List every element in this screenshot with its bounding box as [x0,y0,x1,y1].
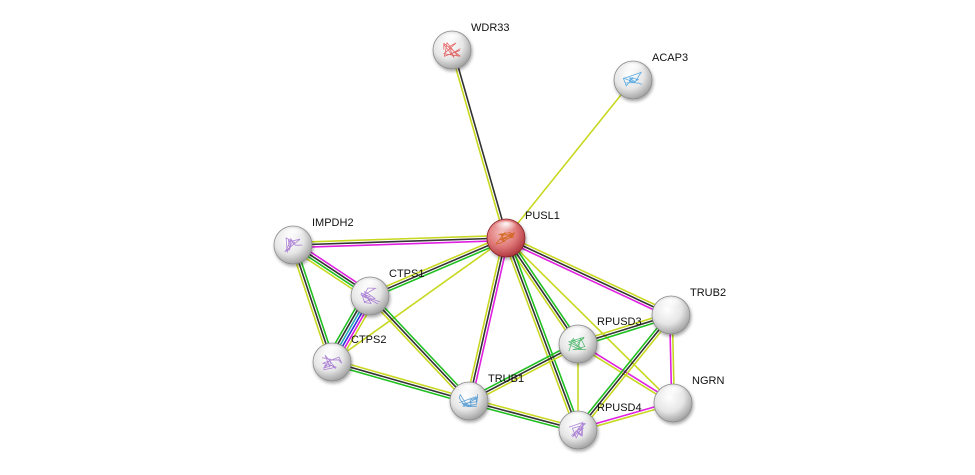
edge-line-coexpression [292,237,507,246]
edge-line-textmining [505,79,634,239]
protein-structure-icon [360,287,380,305]
protein-structure-icon [284,237,303,254]
node-highlight [621,63,645,77]
edge-line-neighborhood [294,243,336,362]
edge-line-experiments [293,239,507,249]
node-impdh2[interactable]: IMPDH2 [273,217,354,265]
edge-pusl1-trub1[interactable] [465,237,510,402]
edge-line-textmining [469,345,580,405]
node-trub1[interactable]: TRUB1 [449,373,524,421]
edge-line-neighborhood [331,363,469,405]
node-ngrn[interactable]: NGRN [653,375,724,423]
edge-pusl1-ngrn[interactable] [505,237,674,404]
edge-line-textmining [502,238,577,432]
edges-layer [289,49,676,434]
node-label: TRUB2 [690,287,726,299]
node-label: CTPS1 [389,268,424,280]
edge-line-coexpression [369,237,507,297]
edge-pusl1-ctps1[interactable] [368,234,508,300]
edge-line-textmining [292,234,506,244]
node-label: NGRN [692,375,724,387]
edge-impdh2-ctps2[interactable] [289,243,336,364]
edge-line-coexpression [468,343,579,402]
edge-line-coexpression [505,237,579,431]
edge-rpusd4-trub2[interactable] [575,312,674,433]
node-label: TRUB1 [488,373,524,385]
node-highlight [320,345,344,359]
protein-structure-icon [458,393,479,408]
node-label: CTPS2 [351,334,386,346]
edge-line-neighborhood [575,312,670,429]
edge-ctps1-trub1[interactable] [367,293,472,404]
node-highlight [566,327,590,341]
node-wdr33[interactable]: WDR33 [432,22,510,70]
node-pusl1[interactable]: PUSL1 [486,210,560,258]
node-acap3[interactable]: ACAP3 [613,52,688,100]
edge-line-coexpression [468,237,507,402]
edge-line-coexpression [505,237,672,316]
edge-trub1-rpusd3[interactable] [467,340,580,405]
protein-structure-icon [567,336,586,352]
edge-line-coexpression [452,49,509,238]
node-highlight [281,228,305,242]
node-label: RPUSD3 [597,316,642,328]
edge-line-coexpression [369,295,470,402]
edge-line-coexpression [577,314,672,431]
edge-pusl1-wdr33[interactable] [449,49,509,239]
node-highlight [566,413,590,427]
node-highlight [358,279,382,293]
protein-structure-icon [622,71,643,87]
edge-line-neighborhood [507,236,582,430]
edge-line-coexpression [331,361,470,402]
edge-line-textmining [367,297,468,404]
node-label: IMPDH2 [312,217,354,229]
edge-line-textmining [505,237,674,404]
edge-pusl1-rpusd4[interactable] [502,236,582,432]
node-highlight [659,298,683,312]
node-label: ACAP3 [652,52,688,64]
edge-line-textmining [579,316,674,433]
edge-pusl1-trub2[interactable] [504,234,673,319]
edge-line-experiments [470,238,510,402]
edge-line-coexpression [292,244,333,363]
node-label: WDR33 [471,22,510,34]
node-label: PUSL1 [525,210,560,222]
node-ctps2[interactable]: CTPS2 [312,334,386,382]
edge-line-coexpression [505,237,579,345]
edge-line-textmining [331,237,507,363]
node-label: RPUSD4 [597,402,642,414]
protein-structure-icon [321,354,343,371]
node-rpusd4[interactable]: RPUSD4 [558,402,642,450]
node-highlight [661,386,685,400]
edge-line-neighborhood [371,293,472,400]
edge-pusl1-acap3[interactable] [505,79,634,239]
edge-line-textmining [506,234,673,314]
node-highlight [440,33,464,47]
edge-line-neighborhood [467,340,578,400]
edge-ctps2-trub1[interactable] [331,358,470,405]
edge-line-neighborhood [370,239,508,300]
edge-line-experiments [504,239,671,319]
edge-line-textmining [332,358,470,400]
node-trub2[interactable]: TRUB2 [651,287,726,335]
node-rpusd3[interactable]: RPUSD3 [558,316,642,364]
edge-line-textmining [449,50,506,239]
protein-structure-icon [568,421,587,439]
edge-line-textmining [289,245,331,364]
node-highlight [457,384,481,398]
edge-pusl1-ctps2[interactable] [331,237,507,363]
nodes-layer: WDR33ACAP3PUSL1IMPDH2CTPS1CTPS2TRUB1RPUS… [273,22,726,450]
edge-pusl1-impdh2[interactable] [292,234,507,249]
node-highlight [494,221,518,235]
edge-line-textmining [465,237,505,401]
node-ctps1[interactable]: CTPS1 [350,268,424,316]
edge-line-textmining [368,234,506,295]
edge-line-neighborhood [507,236,581,343]
